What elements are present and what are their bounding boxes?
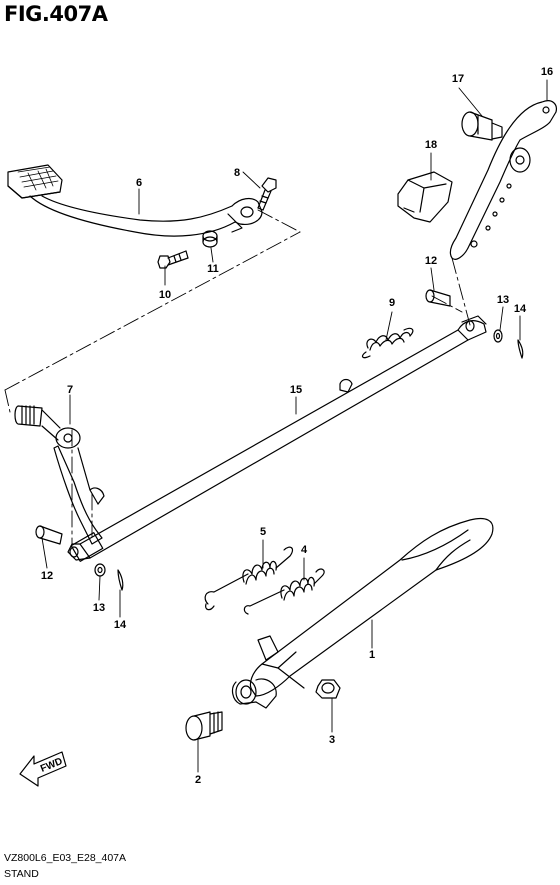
- rod-15: [67, 315, 487, 562]
- clevis-pin-12-upper: [425, 289, 451, 307]
- callout-17: 17: [452, 73, 464, 85]
- callout-8: 8: [234, 167, 240, 179]
- callout-13-upper: 13: [497, 294, 509, 306]
- callout-12-lower: 12: [41, 570, 53, 582]
- figure-title: FIG.407A: [4, 2, 108, 26]
- callout-14-lower: 14: [114, 619, 127, 631]
- bolt-10: [157, 250, 189, 269]
- callout-14-upper: 14: [514, 303, 527, 315]
- cover-18: [397, 171, 453, 223]
- callout-9: 9: [389, 297, 395, 309]
- callout-7: 7: [67, 384, 73, 396]
- lever-7: [14, 405, 105, 545]
- brake-pedal-part: [7, 164, 263, 237]
- washer-13-upper: [493, 329, 503, 343]
- callout-10: 10: [159, 289, 171, 301]
- nut-3: [315, 679, 341, 699]
- callout-2: 2: [195, 774, 201, 786]
- callout-5: 5: [260, 526, 266, 538]
- callout-13-lower: 13: [93, 602, 105, 614]
- washer-13-lower: [94, 563, 106, 577]
- callout-1: 1: [369, 649, 375, 661]
- link-arm-16: [449, 100, 557, 260]
- callout-numbers: 6 8 10 11 17 16 18 12 9 13 14 15 7 12 13…: [41, 66, 553, 786]
- spring-9: [361, 327, 414, 359]
- callout-16: 16: [541, 66, 553, 78]
- figure-caption: STAND: [4, 868, 39, 880]
- shoulder-bolt-17: [461, 111, 503, 141]
- cotter-pin-14-lower: [117, 569, 124, 591]
- side-stand-1: [231, 517, 494, 709]
- callout-15: 15: [290, 384, 302, 396]
- leader-lines: [41, 79, 548, 773]
- bolt-2: [185, 711, 223, 741]
- callout-11: 11: [207, 263, 219, 275]
- spring-5: [204, 546, 294, 611]
- spring-4: [243, 568, 325, 615]
- fwd-arrow-icon: FWD: [19, 751, 67, 787]
- callout-6: 6: [136, 177, 142, 189]
- callout-3: 3: [329, 734, 335, 746]
- model-code-label: VZ800L6_E03_E28_407A: [4, 852, 127, 864]
- callout-18: 18: [425, 139, 437, 151]
- bolt-8: [257, 177, 277, 211]
- clevis-pin-12-lower: [35, 525, 63, 545]
- cotter-pin-14-upper: [517, 339, 524, 359]
- callout-12-upper: 12: [425, 255, 437, 267]
- bushing-11: [202, 230, 218, 248]
- guide-lines: [4, 209, 471, 546]
- callout-4: 4: [301, 544, 308, 556]
